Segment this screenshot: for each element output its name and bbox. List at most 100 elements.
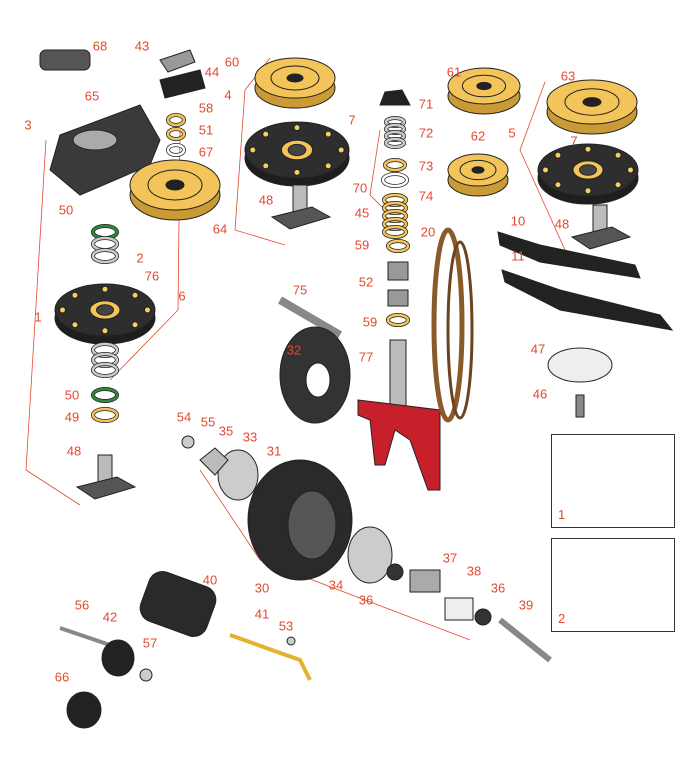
tire-31-hub — [287, 490, 337, 560]
callout-1[interactable]: 1 — [34, 309, 42, 325]
callout-52[interactable]: 52 — [358, 274, 374, 290]
o-ring-67 — [166, 143, 186, 157]
pulley-60 — [270, 65, 320, 91]
callout-60[interactable]: 60 — [224, 54, 240, 70]
spindle-housing-right-bolt — [627, 166, 634, 174]
callout-11[interactable]: 11 — [511, 248, 525, 264]
callout-20[interactable]: 20 — [420, 224, 436, 240]
callout-55[interactable]: 55 — [200, 414, 216, 430]
callout-57[interactable]: 57 — [142, 635, 158, 651]
pulley-62 — [471, 166, 485, 174]
nut-53 — [286, 636, 296, 646]
callout-50[interactable]: 50 — [64, 387, 80, 403]
spindle-housing-left-bolt — [337, 146, 345, 154]
spindle-housing-right-bolt — [542, 166, 549, 174]
callout-68[interactable]: 68 — [92, 38, 108, 54]
roller-40 — [139, 571, 217, 637]
callout-10[interactable]: 10 — [510, 213, 526, 229]
callout-74[interactable]: 74 — [418, 188, 434, 204]
callout-7[interactable]: 7 — [348, 112, 356, 128]
spindle-housing-right — [579, 164, 597, 176]
bearing-stack — [91, 248, 119, 264]
callout-47[interactable]: 47 — [530, 341, 546, 357]
callout-36[interactable]: 36 — [358, 592, 374, 608]
callout-41[interactable]: 41 — [254, 606, 270, 622]
callout-40[interactable]: 40 — [202, 572, 218, 588]
callout-67[interactable]: 67 — [198, 144, 214, 160]
callout-48[interactable]: 48 — [258, 192, 274, 208]
spindle-housing-lower-bolt — [59, 306, 66, 314]
spindle-housing-right-bolt — [554, 181, 562, 189]
callout-56[interactable]: 56 — [74, 597, 90, 613]
belt-20b — [446, 240, 474, 420]
callout-37[interactable]: 37 — [442, 550, 458, 566]
callout-77[interactable]: 77 — [358, 349, 374, 365]
callout-7[interactable]: 7 — [570, 133, 578, 149]
callout-50[interactable]: 50 — [58, 202, 74, 218]
callout-53[interactable]: 53 — [278, 618, 294, 634]
callout-32[interactable]: 32 — [286, 342, 302, 358]
callout-59[interactable]: 59 — [354, 237, 370, 253]
callout-59[interactable]: 59 — [362, 314, 378, 330]
callout-46[interactable]: 46 — [532, 386, 548, 402]
callout-36[interactable]: 36 — [490, 580, 506, 596]
callout-76[interactable]: 76 — [144, 268, 160, 284]
washer-59b — [386, 313, 410, 327]
callout-48[interactable]: 48 — [66, 443, 82, 459]
callout-2[interactable]: 2 — [136, 250, 144, 266]
callout-45[interactable]: 45 — [354, 205, 370, 221]
spindle-housing-left — [287, 143, 307, 157]
callout-64[interactable]: 64 — [212, 221, 228, 237]
callout-66[interactable]: 66 — [54, 669, 70, 685]
callout-30[interactable]: 30 — [254, 580, 270, 596]
spindle-housing-left-bolt — [324, 130, 332, 138]
callout-43[interactable]: 43 — [134, 38, 150, 54]
callout-34[interactable]: 34 — [328, 577, 344, 593]
washer-73 — [383, 158, 407, 172]
callout-58[interactable]: 58 — [198, 100, 214, 116]
bracket-line-5 — [519, 81, 566, 251]
callout-39[interactable]: 39 — [518, 597, 534, 613]
callout-42[interactable]: 42 — [102, 609, 118, 625]
callout-4[interactable]: 4 — [224, 87, 232, 103]
callout-31[interactable]: 31 — [266, 443, 282, 459]
callout-54[interactable]: 54 — [176, 409, 192, 425]
gear-housing-port — [72, 129, 118, 151]
callout-75[interactable]: 75 — [292, 282, 308, 298]
blade-11 — [501, 269, 674, 331]
callout-63[interactable]: 63 — [560, 68, 576, 84]
callout-61[interactable]: 61 — [446, 64, 462, 80]
callout-62[interactable]: 62 — [470, 128, 486, 144]
callout-3[interactable]: 3 — [24, 117, 32, 133]
callout-70[interactable]: 70 — [352, 180, 368, 196]
bracket-line-4 — [234, 89, 286, 246]
seal-51 — [166, 127, 186, 141]
callout-48[interactable]: 48 — [554, 216, 570, 232]
callout-73[interactable]: 73 — [418, 158, 434, 174]
spindle-housing-right-bolt — [614, 181, 622, 189]
callout-72[interactable]: 72 — [418, 125, 434, 141]
inset-bearing-cup: 2 — [551, 538, 675, 632]
callout-6[interactable]: 6 — [178, 288, 186, 304]
plate-35 — [199, 447, 229, 476]
bolt-39 — [498, 617, 552, 663]
spring-72 — [384, 137, 406, 149]
callout-51[interactable]: 51 — [198, 122, 214, 138]
rod-41 — [229, 633, 312, 681]
callout-38[interactable]: 38 — [466, 563, 482, 579]
callout-35[interactable]: 35 — [218, 423, 234, 439]
callout-5[interactable]: 5 — [508, 125, 516, 141]
callout-33[interactable]: 33 — [242, 429, 258, 445]
spindle-housing-lower — [96, 304, 114, 316]
spindle-48-plate — [270, 206, 332, 230]
roller-66 — [66, 691, 102, 729]
nut-54 — [181, 435, 195, 449]
callout-44[interactable]: 44 — [204, 64, 220, 80]
spindle-housing-lower-bolt — [101, 285, 109, 293]
inset-label: 2 — [558, 611, 566, 626]
callout-49[interactable]: 49 — [64, 409, 80, 425]
spindle-housing-lower-bolt — [131, 291, 139, 299]
callout-65[interactable]: 65 — [84, 88, 100, 104]
callout-71[interactable]: 71 — [418, 96, 434, 112]
spindle-housing-right-bolt — [584, 187, 592, 195]
